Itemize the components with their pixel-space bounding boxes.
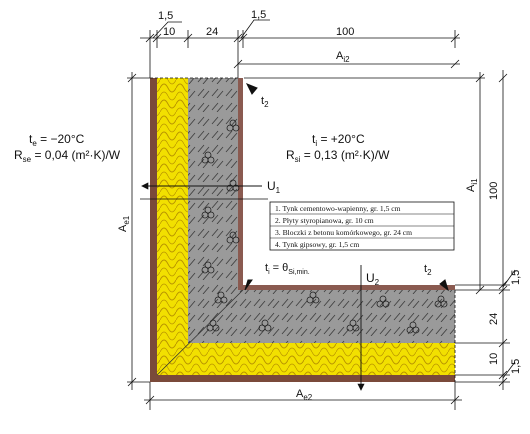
aggregate-circle xyxy=(207,156,215,164)
aggregate-circle xyxy=(232,236,240,244)
aggregate-circle xyxy=(412,326,420,334)
marker-t2-top: t2 xyxy=(261,95,269,109)
area-label-ae2: Ae2 xyxy=(296,388,313,402)
aggregate-circle xyxy=(379,295,387,303)
aggregate-markings xyxy=(201,119,448,334)
aggregate-circle xyxy=(212,324,220,332)
aggregate-circle xyxy=(229,119,237,127)
marker-ti-theta: ti = θSi,min. xyxy=(265,262,310,276)
area-label-ai2: Ai2 xyxy=(336,50,350,64)
aggregate-circle xyxy=(204,261,212,269)
aggregate-circle xyxy=(232,184,240,192)
aggregate-circle xyxy=(229,231,237,239)
dim-right-block: 24 xyxy=(488,313,500,325)
marker-u1: U1 xyxy=(267,179,281,195)
aggregate-circle xyxy=(349,319,357,327)
internal-surface-resistance: Rsi = 0,13 (m²·K)/W xyxy=(286,148,390,164)
aggregate-circle xyxy=(232,124,240,132)
area-label-ae1: Ae1 xyxy=(117,215,131,232)
aggregate-circle xyxy=(261,319,269,327)
aggregate-circle xyxy=(382,300,390,308)
aggregate-circle xyxy=(352,324,360,332)
aggregate-circle xyxy=(204,206,212,214)
dim-top-insulation: 10 xyxy=(163,26,175,38)
dim-right-plaster-inner: 1,5 xyxy=(510,270,522,285)
aggregate-circle xyxy=(437,295,445,303)
aggregate-circle xyxy=(209,319,217,327)
dim-top-interior: 100 xyxy=(336,26,354,38)
external-surface-resistance: Rse = 0,04 (m²·K)/W xyxy=(14,148,121,164)
legend-item-4: 4. Tynk gipsowy, gr. 1,5 cm xyxy=(275,240,359,249)
marker-t2-right: t2 xyxy=(424,263,432,277)
dim-top-plaster-outer: 1,5 xyxy=(158,10,173,22)
internal-temperature: ti = +20°C xyxy=(312,132,365,148)
legend-item-3: 3. Bloczki z betonu komórkowego, gr. 24 … xyxy=(275,228,412,237)
aggregate-circle xyxy=(309,291,317,299)
aggregate-circle xyxy=(207,211,215,219)
dim-right-interior: 100 xyxy=(488,182,500,200)
aggregate-circle xyxy=(207,266,215,274)
dim-top-plaster-inner: 1,5 xyxy=(251,9,266,21)
aggregate-circle xyxy=(220,296,228,304)
aggregate-circle xyxy=(217,291,225,299)
layer-legend: 1. Tynk cementowo-wapienny, gr. 1,5 cm 2… xyxy=(269,201,455,251)
aggregate-circle xyxy=(409,321,417,329)
legend-item-2: 2. Płyty styropianowa, gr. 10 cm xyxy=(275,216,374,225)
marker-u2: U2 xyxy=(366,271,380,287)
aggregate-circle xyxy=(440,300,448,308)
aggregate-circle xyxy=(264,324,272,332)
dim-right-insulation: 10 xyxy=(488,353,500,365)
external-temperature: te = −20°C xyxy=(29,132,85,148)
aggregate-circle xyxy=(204,151,212,159)
dim-top-block: 24 xyxy=(206,26,218,38)
area-label-ai1: Ai1 xyxy=(465,178,479,192)
dim-right-plaster-outer: 1,5 xyxy=(510,359,522,374)
legend-item-1: 1. Tynk cementowo-wapienny, gr. 1,5 cm xyxy=(275,204,401,213)
aggregate-circle xyxy=(312,296,320,304)
